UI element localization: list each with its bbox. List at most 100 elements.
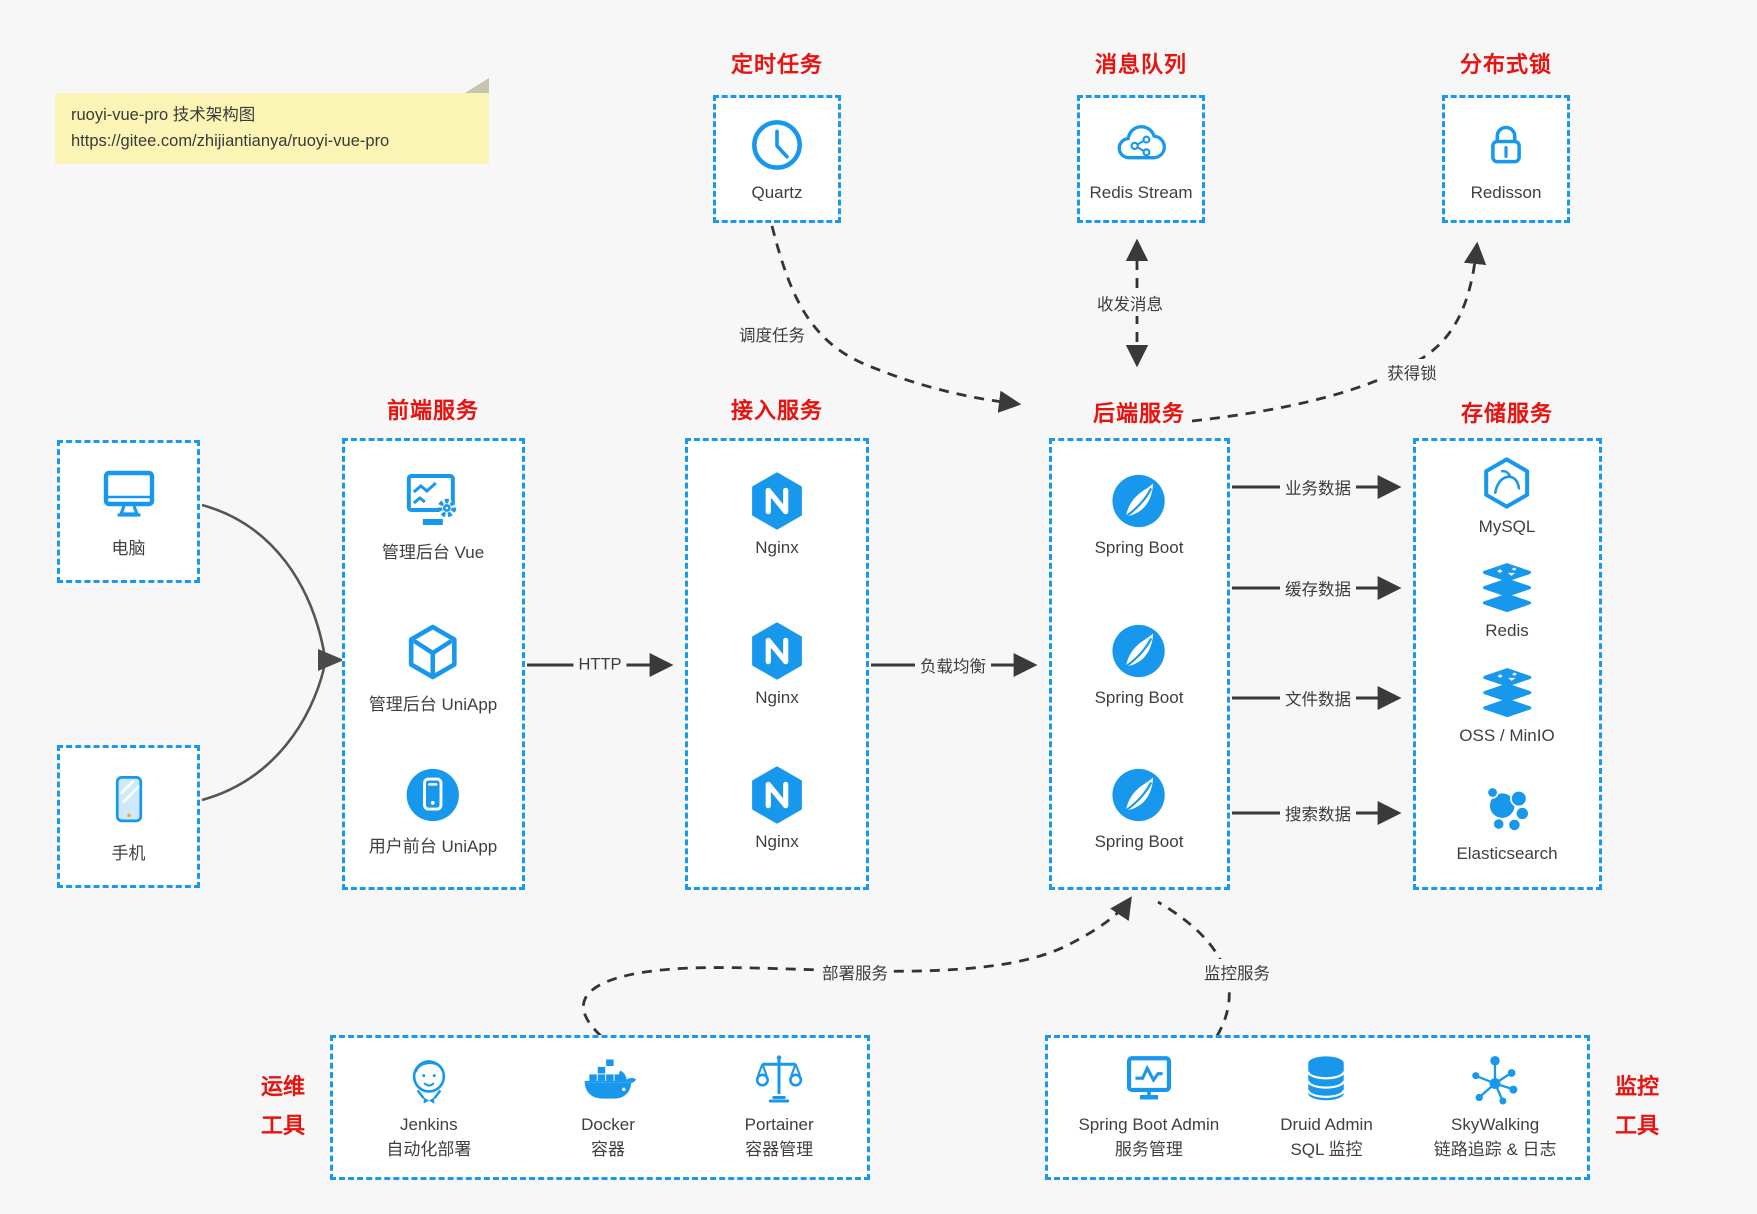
docker-label: Docker 容器 (581, 1115, 635, 1159)
docker-node: Docker 容器 (578, 1052, 638, 1162)
admin-uniapp-label: 管理后台 UniApp (368, 695, 498, 714)
spring-boot-admin-node: Spring Boot Admin 服务管理 (1078, 1052, 1219, 1162)
computer-box: 电脑 (57, 440, 200, 583)
portainer-label: Portainer 容器管理 (744, 1115, 814, 1159)
admin-vue-icon (407, 474, 457, 525)
computer-to-frontend-curve (201, 503, 326, 653)
monitor-service-curve (1157, 900, 1231, 1037)
title-scheduled-task: 定时任务 (730, 52, 824, 77)
edge-label-send-receive: 收发消息 (1092, 290, 1168, 316)
user-uniapp-node: 用户前台 UniApp (369, 764, 497, 857)
edge-label-search-data: 搜索数据 (1280, 800, 1356, 826)
redisson-box: Redisson (1442, 95, 1570, 223)
nginx-label: Nginx (755, 688, 799, 707)
edge-label-deploy: 部署服务 (817, 959, 893, 985)
nginx-node: Nginx (746, 470, 808, 558)
monitor-tools-box: Spring Boot Admin 服务管理 Druid Admin SQL 监… (1045, 1035, 1590, 1180)
admin-vue-node: 管理后台 Vue (382, 470, 484, 563)
phone-box: 手机 (57, 745, 200, 888)
jenkins-node: Jenkins 自动化部署 (386, 1052, 471, 1162)
minio-icon (1482, 668, 1532, 718)
title-backend: 后端服务 (1092, 401, 1186, 426)
elasticsearch-icon (1485, 786, 1530, 832)
spring-icon (1112, 768, 1166, 822)
nginx-label: Nginx (755, 832, 799, 851)
ops-tools-box: Jenkins 自动化部署 Docker 容器 (330, 1035, 870, 1180)
elasticsearch-node: Elasticsearch (1456, 782, 1558, 864)
mysql-node: MySQL (1478, 455, 1536, 537)
redis-stream-label: Redis Stream (1089, 182, 1193, 202)
oss-minio-label: OSS / MinIO (1459, 726, 1555, 745)
frontend-box (342, 438, 525, 890)
redis-stream-box: Redis Stream (1077, 95, 1205, 223)
spring-boot-admin-icon (1126, 1056, 1171, 1100)
spring-boot-label: Spring Boot (1094, 832, 1184, 851)
spring-boot-label: Spring Boot (1094, 538, 1184, 557)
deploy-service-curve (582, 896, 1132, 1038)
note-url: https://gitee.com/zhijiantianya/ruoyi-vu… (71, 132, 390, 151)
admin-uniapp-node: 管理后台 UniApp (369, 620, 497, 715)
frontend-arrowhead (318, 649, 344, 671)
phone-to-frontend-curve (201, 667, 326, 802)
druid-icon (1307, 1056, 1346, 1101)
spring-icon (1112, 474, 1166, 528)
schedule-task-curve (770, 225, 1022, 413)
mysql-icon (1484, 457, 1530, 509)
title-ops-tools: 运维 工具 (260, 1074, 305, 1138)
nginx-icon (752, 622, 802, 680)
sticky-note: ruoyi-vue-pro 技术架构图 https://gitee.com/zh… (55, 78, 489, 164)
skywalking-node: SkyWalking 链路追踪 & 日志 (1434, 1052, 1557, 1162)
mysql-label: MySQL (1478, 517, 1536, 536)
spring-boot-node: Spring Boot (1094, 620, 1184, 708)
desktop-icon (103, 470, 154, 517)
redis-node: Redis (1478, 563, 1536, 641)
cloud-share-icon (1117, 124, 1166, 159)
acquire-lock-curve (1191, 241, 1487, 423)
nginx-node: Nginx (746, 764, 808, 852)
computer-label: 电脑 (111, 538, 146, 558)
nginx-icon (752, 472, 802, 530)
spring-icon (1112, 624, 1166, 678)
title-gateway: 接入服务 (730, 398, 824, 423)
portainer-icon (755, 1055, 803, 1103)
title-frontend: 前端服务 (386, 398, 480, 423)
oss-minio-node: OSS / MinIO (1459, 668, 1555, 746)
spring-boot-label: Spring Boot (1094, 688, 1184, 707)
title-distributed-lock: 分布式锁 (1459, 52, 1553, 77)
edge-label-file-data: 文件数据 (1280, 685, 1356, 711)
phone-label: 手机 (111, 843, 146, 863)
redisson-label: Redisson (1470, 182, 1542, 202)
spring-boot-admin-label: Spring Boot Admin 服务管理 (1078, 1115, 1220, 1159)
nginx-label: Nginx (755, 538, 799, 557)
druid-node: Druid Admin SQL 监控 (1280, 1052, 1373, 1162)
edge-label-http: HTTP (573, 654, 627, 676)
portainer-node: Portainer 容器管理 (745, 1052, 814, 1162)
mobile-icon (115, 775, 142, 822)
quartz-box: Quartz (713, 95, 841, 223)
user-uniapp-label: 用户前台 UniApp (368, 837, 498, 856)
note-fold-corner (465, 78, 489, 93)
jenkins-label: Jenkins 自动化部署 (386, 1115, 472, 1159)
skywalking-icon (1472, 1056, 1518, 1105)
elasticsearch-label: Elasticsearch (1456, 844, 1558, 863)
spring-boot-node: Spring Boot (1094, 764, 1184, 852)
uniapp-cube-icon (409, 624, 457, 680)
druid-label: Druid Admin SQL 监控 (1280, 1115, 1373, 1159)
docker-icon (584, 1059, 636, 1100)
redis-icon (1482, 563, 1532, 613)
redis-label: Redis (1485, 621, 1529, 640)
edge-label-cache-data: 缓存数据 (1280, 575, 1356, 601)
edge-label-monitor: 监控服务 (1199, 959, 1275, 985)
jenkins-icon (412, 1060, 446, 1104)
spring-boot-node: Spring Boot (1094, 470, 1184, 558)
edge-label-acquire-lock: 获得锁 (1382, 359, 1442, 385)
edge-label-load-balance: 负载均衡 (915, 652, 991, 678)
title-storage: 存储服务 (1460, 401, 1554, 426)
title-message-queue: 消息队列 (1094, 52, 1188, 77)
clock-icon (752, 119, 802, 170)
admin-vue-label: 管理后台 Vue (381, 543, 485, 562)
skywalking-label: SkyWalking 链路追踪 & 日志 (1433, 1115, 1557, 1159)
nginx-node: Nginx (746, 620, 808, 708)
nginx-icon (752, 766, 802, 824)
